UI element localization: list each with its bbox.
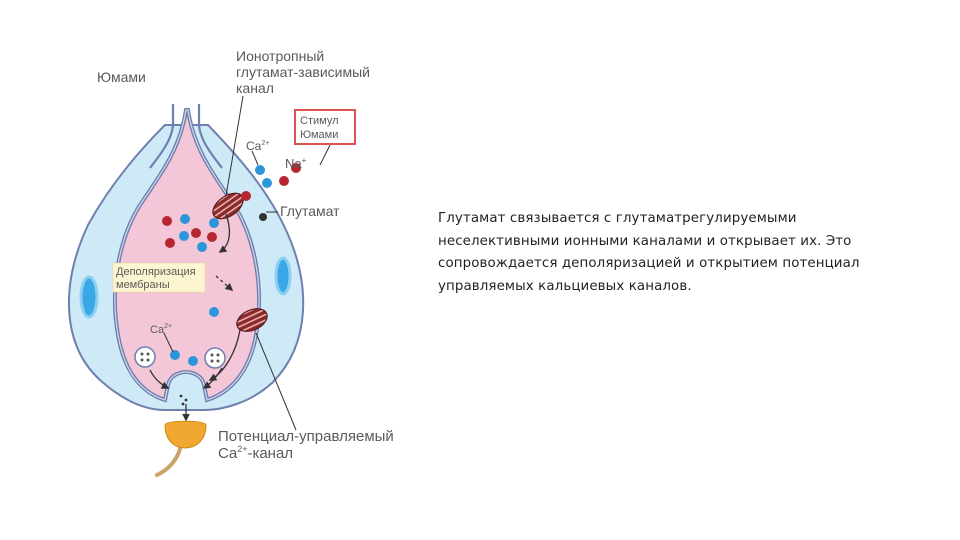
stimulus-box	[294, 109, 356, 145]
nucleus-left	[79, 275, 99, 319]
sodium-ion	[279, 176, 289, 186]
calcium-ion	[197, 242, 207, 252]
flow-arrow	[218, 213, 231, 253]
sodium-label: Na+	[285, 156, 307, 171]
sodium-ion	[162, 216, 172, 226]
stimulus-label-line2: Юмами	[300, 129, 338, 141]
calcium-ion	[262, 178, 272, 188]
calcium-ion	[180, 214, 190, 224]
voltage-gated-channel	[236, 308, 268, 332]
calcium-ion	[209, 307, 219, 317]
ionotropic-label-line3: канал	[236, 80, 274, 96]
sodium-ion	[207, 232, 217, 242]
calcium-ion	[170, 350, 180, 360]
ionotropic-label-line1: Ионотропный	[236, 48, 324, 64]
calcium-ion	[179, 231, 189, 241]
depolarization-box	[112, 262, 206, 293]
sodium-ion	[241, 191, 251, 201]
synaptic-vesicle	[134, 346, 156, 368]
sodium-ion	[191, 228, 201, 238]
vgcc-label-line1: Потенциал-управляемый	[218, 428, 394, 445]
caption-line: сопровождается деполяризацией и открытие…	[438, 256, 860, 271]
calcium-ion	[209, 218, 219, 228]
stimulus-label-line1: Стимул	[300, 115, 339, 127]
caption-line: управляемых кальциевых каналов.	[438, 278, 692, 294]
nucleus-right	[274, 256, 292, 296]
afferent-nerve-fiber	[155, 443, 183, 477]
depolarization-label-line2: мембраны	[116, 279, 170, 291]
glutamate-label: Глутамат	[280, 203, 340, 219]
apical-microvilli	[149, 104, 223, 169]
taste-cell-diagram: Юмами Ионотропный глутамат-зависимый кан…	[68, 48, 394, 477]
flow-arrow	[202, 367, 223, 389]
sodium-ion	[291, 163, 301, 173]
glutamate-molecule	[259, 213, 267, 221]
calcium-label-top: Ca2+	[246, 139, 269, 153]
calcium-label-mid: Ca2+	[150, 323, 172, 336]
umami-label: Юмами	[97, 69, 146, 85]
caption: Глутамат связывается с глутаматрегулируе…	[438, 208, 908, 298]
calcium-ion	[188, 356, 198, 366]
nerve-ending	[164, 420, 207, 449]
vgcc-label-line2: Ca2+-канал	[218, 444, 293, 462]
synaptic-vesicle	[204, 347, 226, 369]
sodium-ion	[165, 238, 175, 248]
calcium-ion	[255, 165, 265, 175]
ionotropic-label-line2: глутамат-зависимый	[236, 64, 370, 80]
caption-line: неселективными ионными каналами и открыв…	[438, 233, 852, 249]
flow-arrow	[149, 369, 170, 389]
depolarization-label-line1: Деполяризация	[116, 266, 196, 278]
caption-line: Глутамат связывается с глутаматрегулируе…	[438, 211, 797, 226]
flow-arrow	[208, 329, 241, 381]
